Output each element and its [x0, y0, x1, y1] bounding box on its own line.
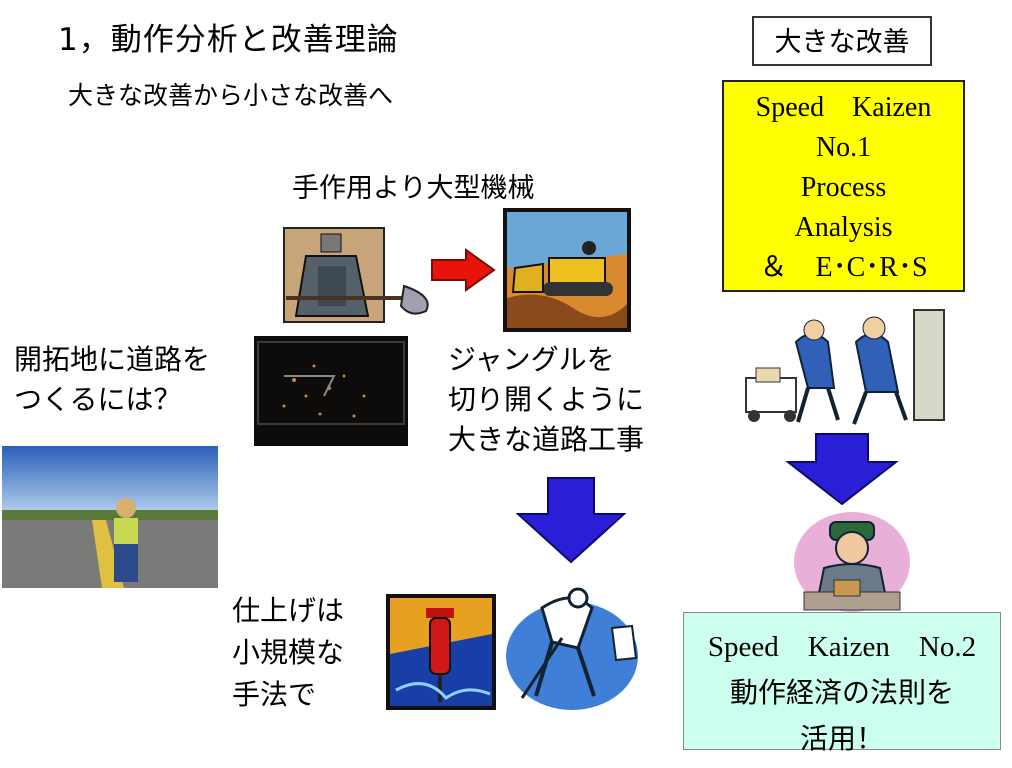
- finish-label-line3: 手法で: [232, 678, 317, 711]
- box1-line5: ＆ E･C･R･S: [759, 252, 928, 283]
- shovel-worker-illustration: [283, 227, 429, 323]
- red-arrow-icon: [431, 248, 496, 292]
- jungle-night-photo: [254, 336, 408, 446]
- box1-line3: Process: [800, 172, 887, 203]
- page-title: 1，動作分析と改善理論: [58, 22, 399, 58]
- box1-line4: Analysis: [794, 212, 893, 243]
- speed-kaizen-no2-box: Speed Kaizen No.2 動作経済の法則を 活用！: [683, 612, 1001, 755]
- girl-on-road-photo: [2, 446, 218, 588]
- workers-cart-illustration: [745, 309, 945, 425]
- machine-label: 手作用より大型機械: [292, 173, 535, 204]
- jungle-label: ジャングルを 切り開くように 大きな道路工事: [448, 340, 644, 460]
- box1-line2: No.1: [815, 132, 872, 163]
- finish-label-line1: 仕上げは: [232, 594, 345, 627]
- road-worker-illustration: [506, 587, 638, 710]
- jackhammer-illustration: [386, 594, 496, 710]
- road-label-line1: 開拓地に道路を: [14, 343, 211, 376]
- road-question-label: 開拓地に道路を つくるには？: [14, 340, 210, 420]
- box2-line1: Speed Kaizen No.2: [707, 631, 977, 663]
- road-label-line2: つくるには？: [14, 383, 182, 416]
- jungle-label-line1: ジャングルを: [448, 343, 615, 376]
- finish-label: 仕上げは 小規模な 手法で: [232, 590, 344, 716]
- box2-line3: 活用！: [799, 722, 884, 755]
- big-improvement-badge: 大きな改善: [752, 16, 932, 66]
- bulldozer-illustration: [503, 208, 631, 332]
- box2-line2: 動作経済の法則を: [729, 676, 954, 709]
- blue-down-arrow-right-icon: [786, 433, 898, 506]
- worker-at-bench-illustration: [794, 512, 910, 612]
- speed-kaizen-no1-box: Speed Kaizen No.1 Process Analysis ＆ E･C…: [722, 80, 965, 292]
- jungle-label-line2: 切り開くように: [448, 383, 645, 416]
- jungle-label-line3: 大きな道路工事: [448, 423, 645, 456]
- blue-down-arrow-left-icon: [516, 477, 626, 564]
- box1-line1: Speed Kaizen: [755, 92, 932, 123]
- page-subtitle: 大きな改善から小さな改善へ: [68, 81, 394, 110]
- finish-label-line2: 小規模な: [232, 636, 345, 669]
